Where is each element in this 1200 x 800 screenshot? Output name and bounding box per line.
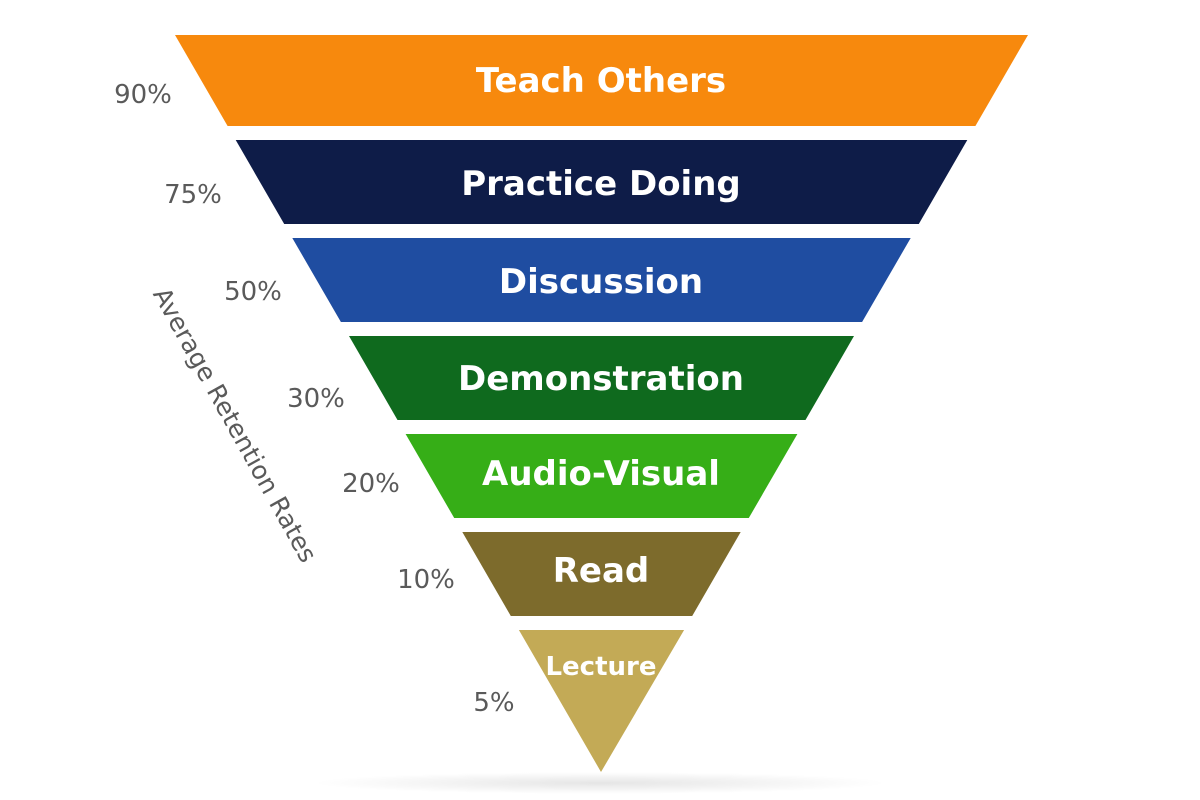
percent-label-7: 5%	[473, 688, 514, 718]
pyramid-level-2	[235, 140, 968, 224]
pyramid-level-5	[405, 434, 798, 518]
percent-label-5: 20%	[342, 469, 400, 499]
pyramid-shadow	[310, 772, 890, 794]
percent-label-2: 75%	[164, 180, 222, 210]
level-label-5: Audio-Visual	[482, 454, 720, 494]
pyramid-level-4	[349, 336, 854, 420]
level-label-1: Teach Others	[476, 61, 726, 101]
pyramid-level-7	[518, 630, 685, 772]
percent-label-6: 10%	[397, 565, 455, 595]
percent-label-3: 50%	[224, 277, 282, 307]
percent-label-4: 30%	[287, 384, 345, 414]
level-label-2: Practice Doing	[461, 164, 741, 204]
percent-label-1: 90%	[114, 80, 172, 110]
level-label-6: Read	[553, 551, 650, 591]
pyramid-level-6	[462, 532, 741, 616]
pyramid-level-1	[175, 35, 1028, 126]
level-label-4: Demonstration	[458, 359, 744, 399]
level-label-3: Discussion	[499, 262, 703, 302]
level-label-7: Lecture	[545, 652, 656, 682]
pyramid-level-3	[292, 238, 911, 322]
